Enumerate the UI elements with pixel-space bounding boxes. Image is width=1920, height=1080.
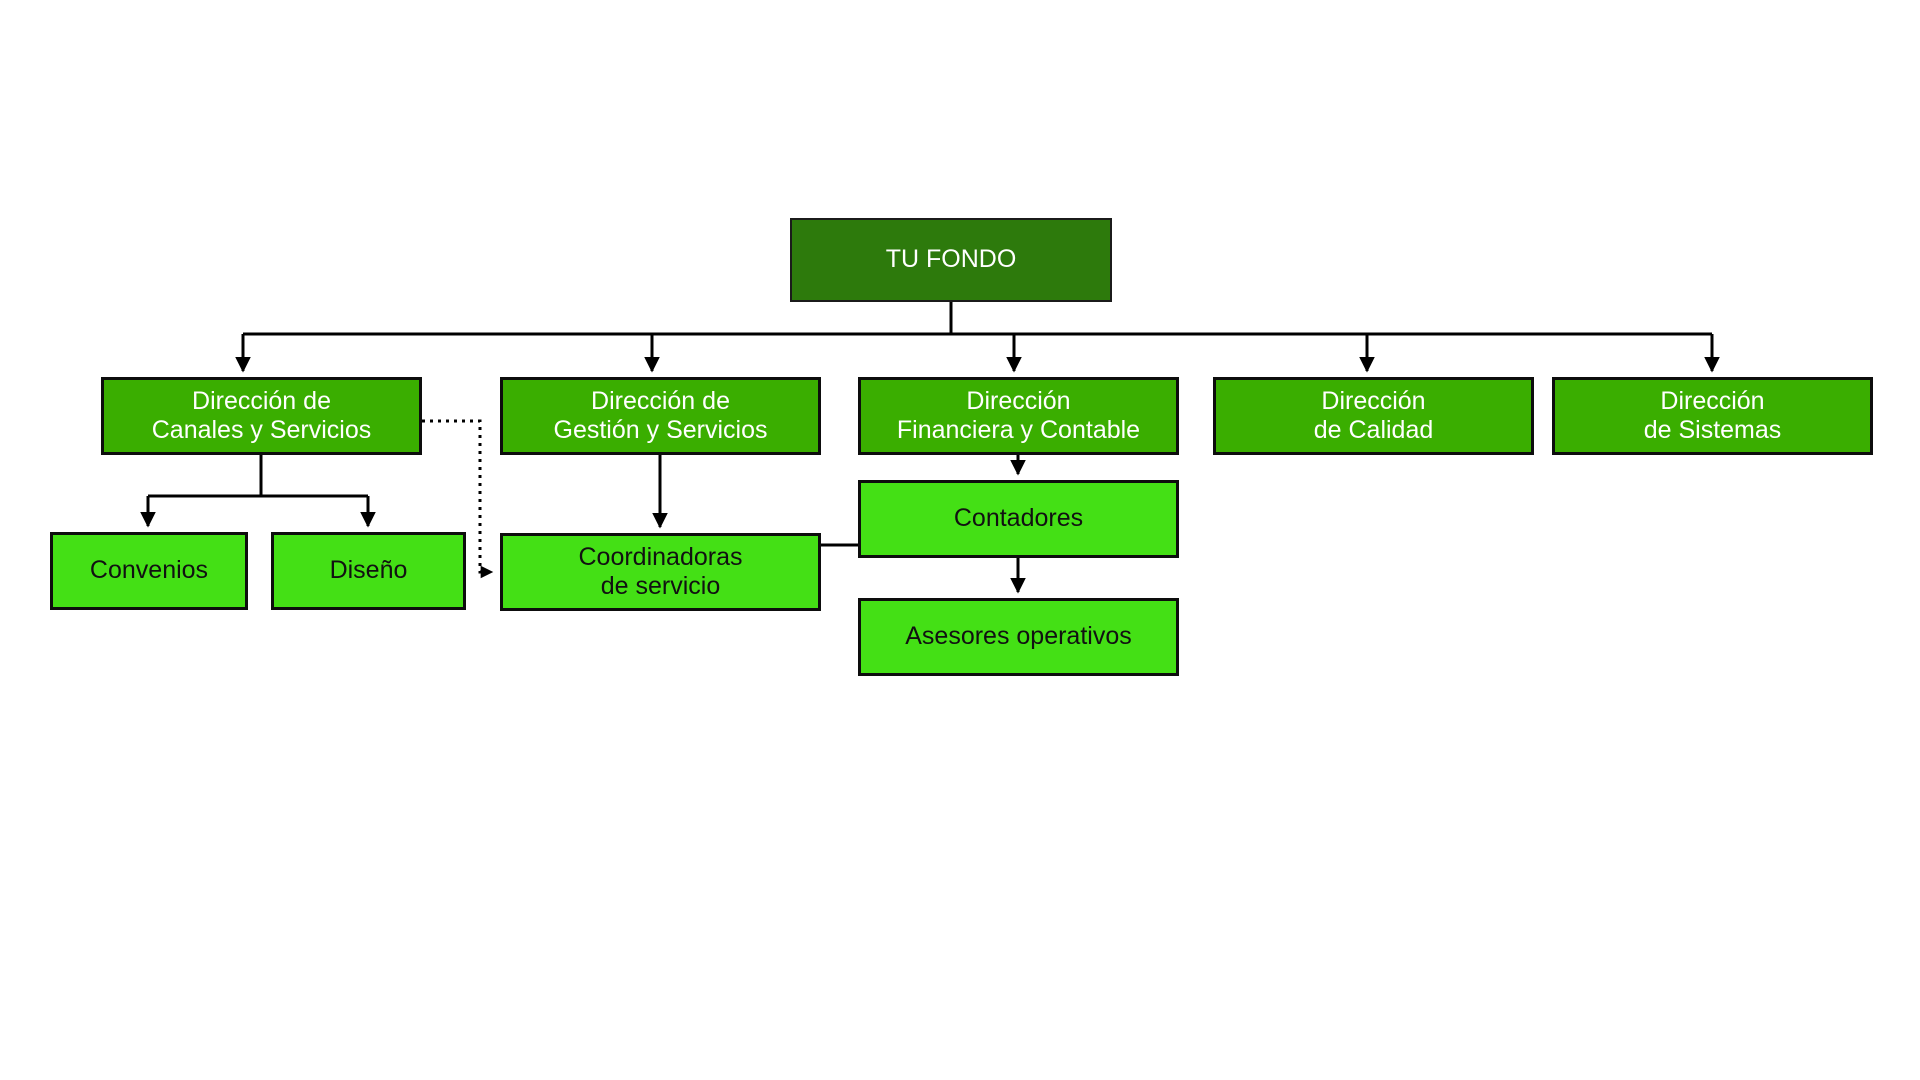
node-convenios-label: Convenios <box>89 556 209 585</box>
node-contadores-label: Contadores <box>953 504 1084 533</box>
node-direccion-canales-y-servicios-label: Dirección de Canales y Servicios <box>151 386 372 445</box>
node-asesores-operativos-label: Asesores operativos <box>905 622 1132 651</box>
node-direccion-de-calidad-label: Dirección de Calidad <box>1313 386 1434 445</box>
node-tu-fondo-label: TU FONDO <box>885 245 1017 274</box>
node-coordinadoras-de-servicio-label: Coordinadoras de servicio <box>578 542 743 601</box>
node-direccion-de-calidad[interactable]: Dirección de Calidad <box>1213 377 1534 455</box>
node-diseno-label: Diseño <box>329 556 408 585</box>
node-diseno[interactable]: Diseño <box>271 532 466 610</box>
node-direccion-financiera-y-contable-label: Dirección Financiera y Contable <box>896 386 1141 445</box>
node-contadores[interactable]: Contadores <box>858 480 1179 558</box>
node-tu-fondo[interactable]: TU FONDO <box>790 218 1112 302</box>
node-direccion-gestion-y-servicios[interactable]: Dirección de Gestión y Servicios <box>500 377 821 455</box>
node-asesores-operativos[interactable]: Asesores operativos <box>858 598 1179 676</box>
node-direccion-de-sistemas-label: Dirección de Sistemas <box>1643 386 1782 445</box>
node-convenios[interactable]: Convenios <box>50 532 248 610</box>
node-direccion-gestion-y-servicios-label: Dirección de Gestión y Servicios <box>553 386 768 445</box>
node-direccion-de-sistemas[interactable]: Dirección de Sistemas <box>1552 377 1873 455</box>
node-direccion-canales-y-servicios[interactable]: Dirección de Canales y Servicios <box>101 377 422 455</box>
node-direccion-financiera-y-contable[interactable]: Dirección Financiera y Contable <box>858 377 1179 455</box>
node-coordinadoras-de-servicio[interactable]: Coordinadoras de servicio <box>500 533 821 611</box>
